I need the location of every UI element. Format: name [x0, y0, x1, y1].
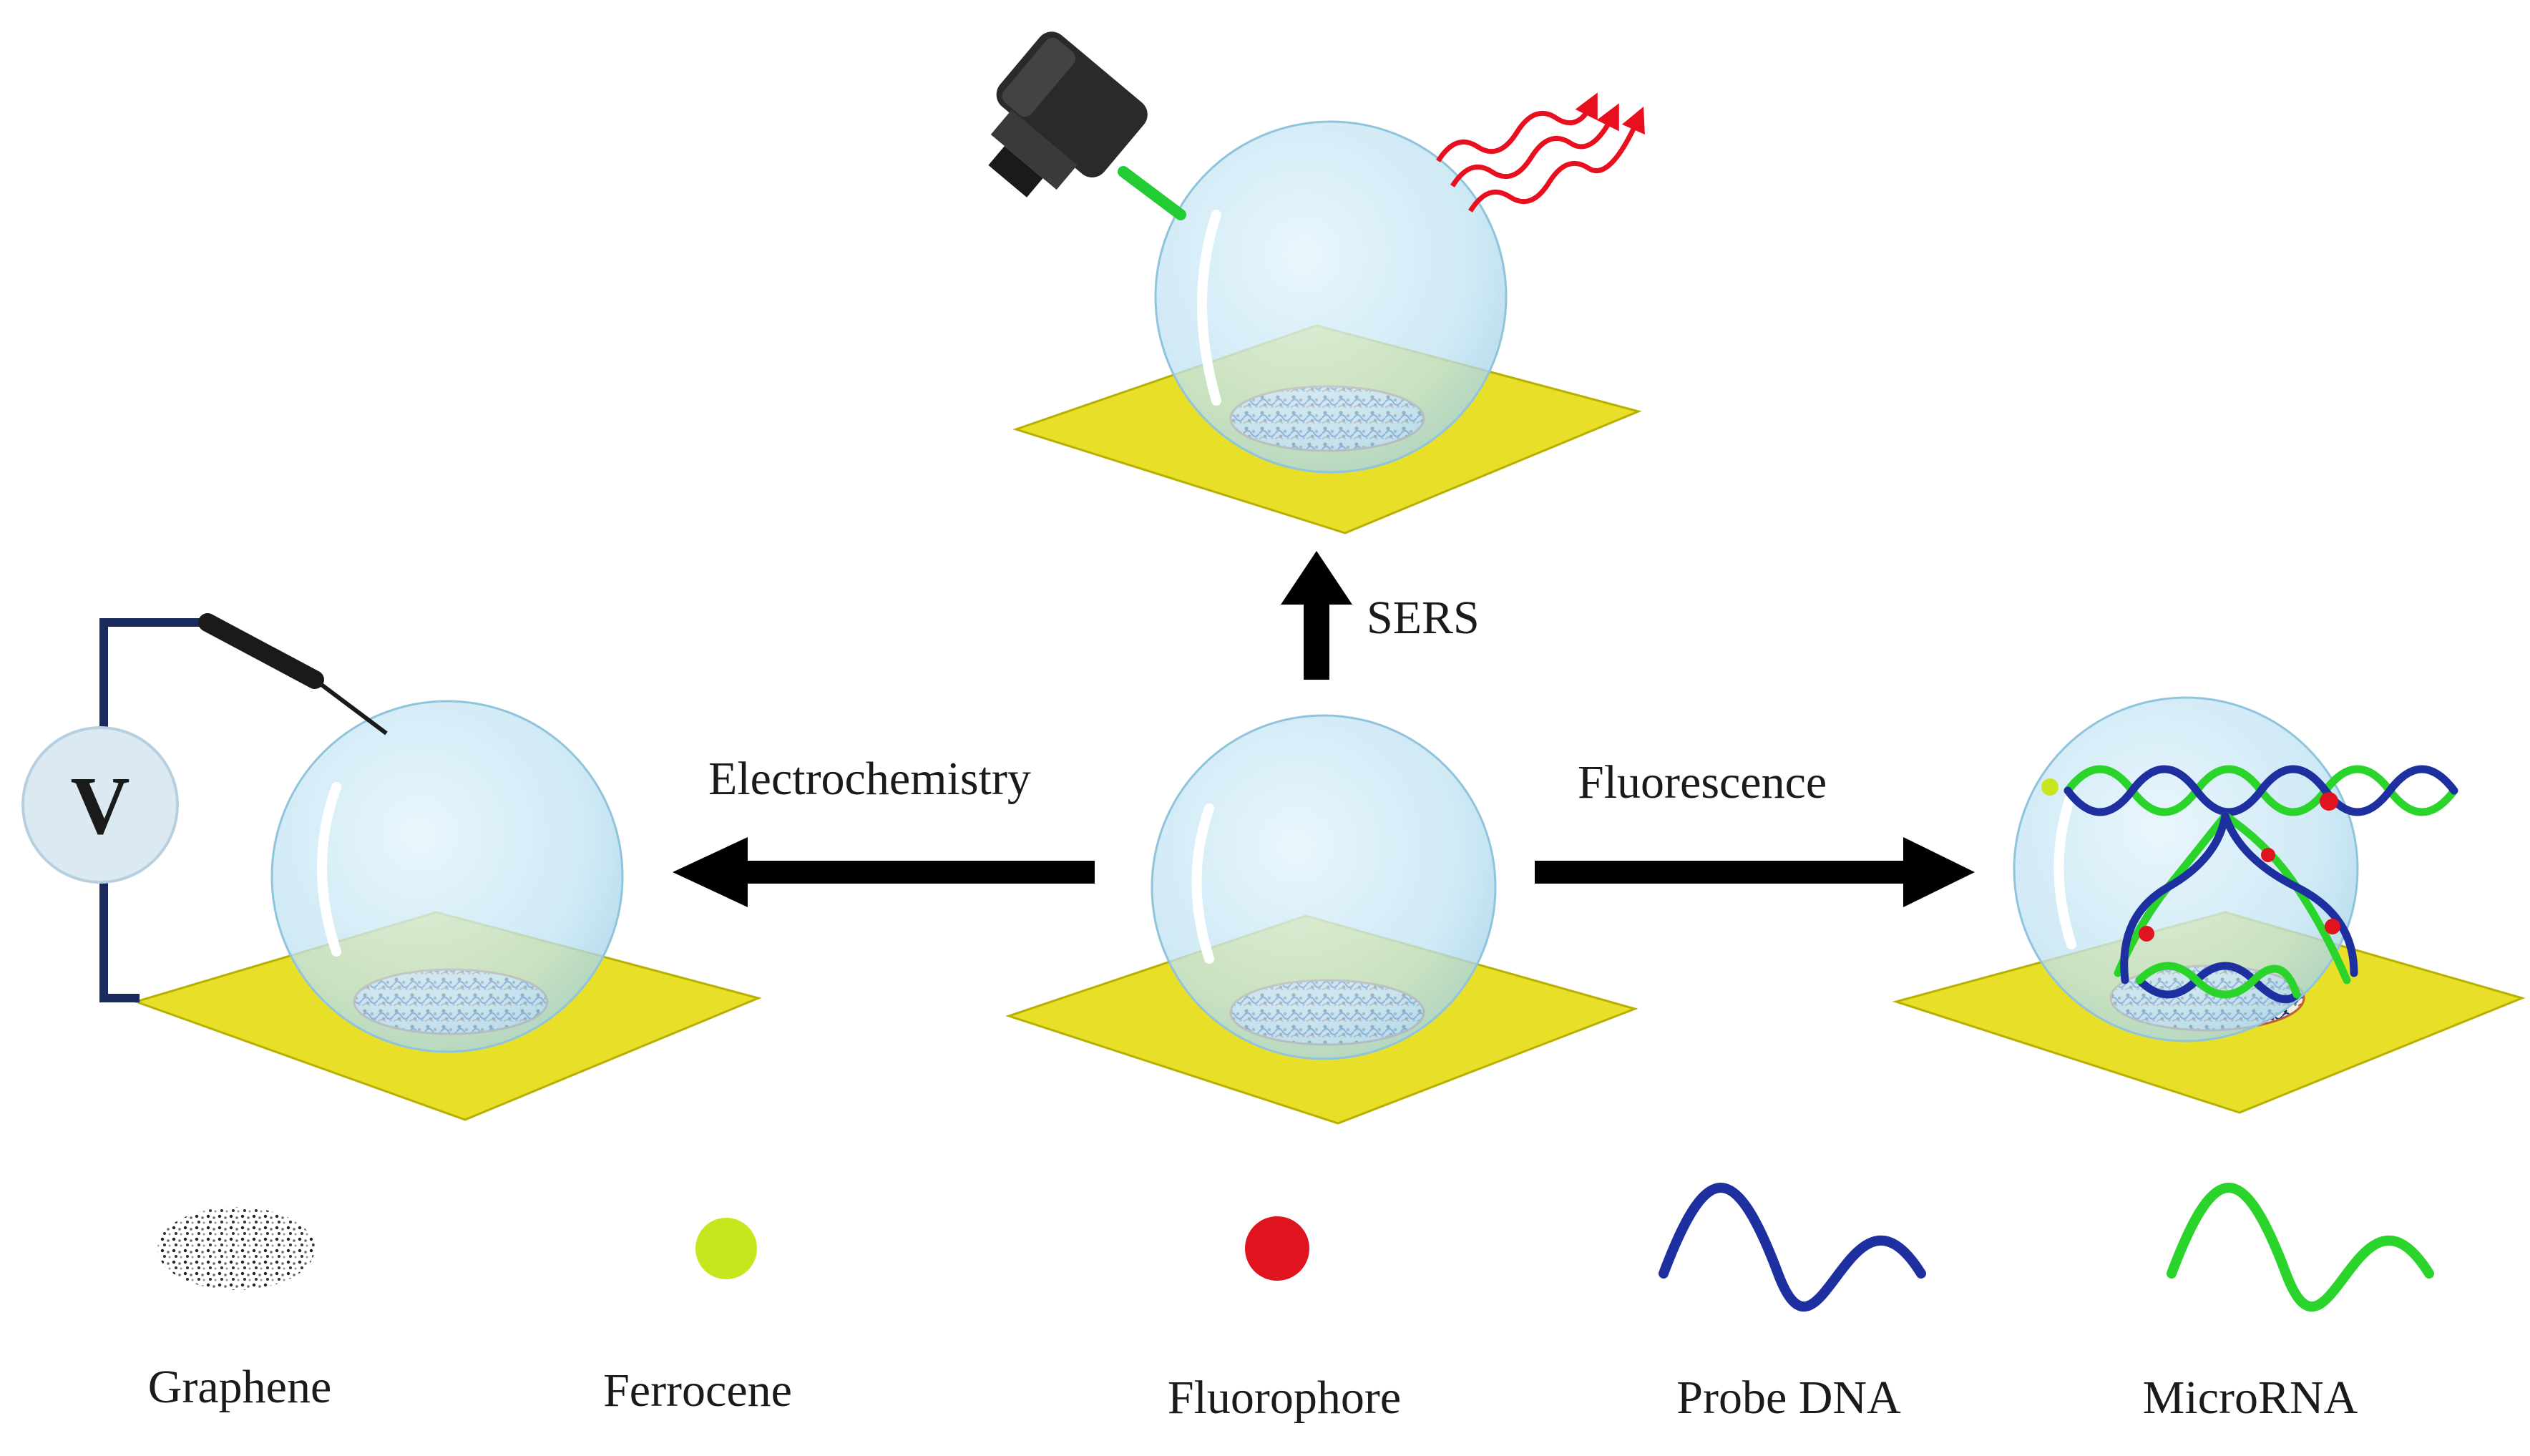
- fluorophore-marker: [2325, 919, 2340, 934]
- electrochemistry-arrow: [673, 837, 1095, 907]
- label-electrochemistry: Electrochemistry: [708, 753, 1031, 805]
- scattered-light-icon: [1436, 92, 1645, 212]
- circuit-wire: [99, 869, 140, 1002]
- circuit-wire: [99, 618, 207, 741]
- sers-arrow: [1281, 551, 1352, 680]
- droplet-highlight: [1191, 803, 1214, 964]
- dna-duplex-group: [2063, 765, 2458, 1004]
- legend-label-ferrocene: Ferrocene: [603, 1364, 792, 1417]
- label-sers: SERS: [1367, 592, 1480, 644]
- sers-assembly: [988, 31, 1645, 534]
- ferrocene-marker: [2041, 778, 2058, 796]
- legend-label-fluorophore: Fluorophore: [1168, 1372, 1401, 1424]
- fluorophore-marker: [2139, 926, 2154, 942]
- ferrocene-icon: [695, 1218, 757, 1279]
- probe-dna-icon: [1659, 1183, 1926, 1312]
- droplet-highlight: [317, 782, 341, 957]
- fluorophore-icon: [1245, 1216, 1309, 1281]
- label-fluorescence: Fluorescence: [1578, 756, 1827, 808]
- voltmeter-label: V: [70, 761, 130, 851]
- droplet-center: [1151, 714, 1497, 1060]
- electrochemistry-assembly: V: [21, 613, 762, 1121]
- center-assembly: [1005, 714, 1638, 1125]
- legend-label-probe-dna: Probe DNA: [1676, 1372, 1901, 1424]
- legend-label-graphene: Graphene: [148, 1361, 332, 1413]
- voltmeter-icon: V: [21, 726, 179, 884]
- legend-label-microrna: MicroRNA: [2143, 1372, 2358, 1424]
- droplet-left: [270, 700, 624, 1053]
- fluorescence-arrow: [1535, 837, 1975, 907]
- graphene-icon: [157, 1207, 315, 1290]
- droplet-top: [1154, 120, 1508, 474]
- fluorophore-marker: [2320, 792, 2338, 811]
- fluorescence-assembly: [1892, 696, 2526, 1114]
- microrna-icon: [2167, 1183, 2434, 1312]
- legend: Graphene Ferrocene Fluorophore Probe DNA…: [148, 1183, 2434, 1424]
- droplet-highlight: [2053, 789, 2076, 949]
- laser-beam: [1118, 166, 1186, 220]
- electrode-probe-icon: [198, 613, 388, 736]
- droplet-highlight: [1197, 210, 1221, 406]
- laser-objective-icon: [988, 31, 1148, 197]
- fluorophore-marker: [2261, 848, 2275, 862]
